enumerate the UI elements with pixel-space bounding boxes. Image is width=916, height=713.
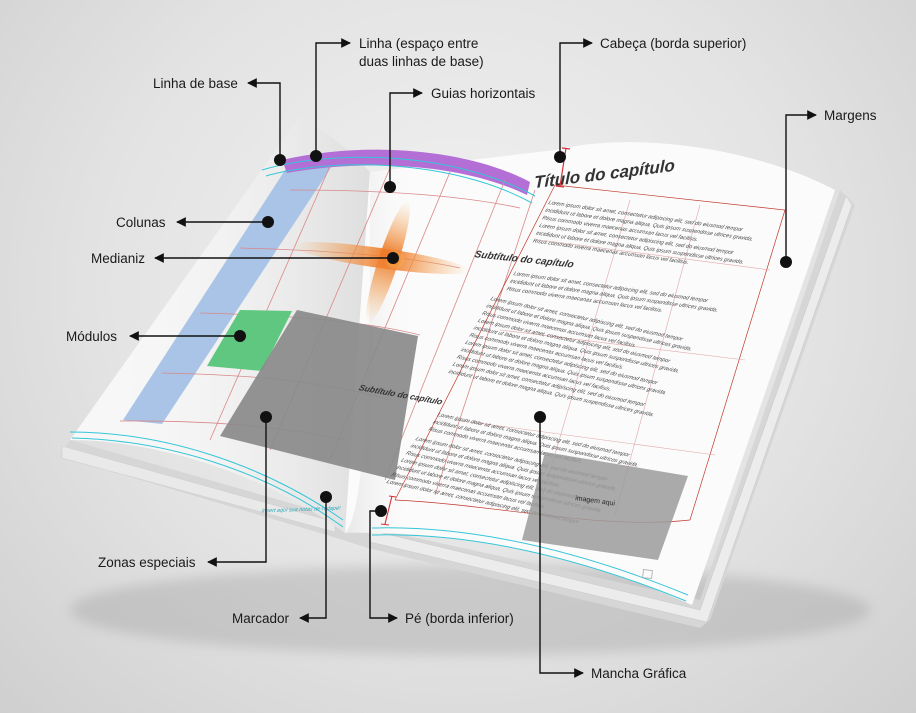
- dot-icon: [274, 154, 286, 166]
- callout-dots: [234, 150, 792, 517]
- label-modulos: Módulos: [66, 329, 117, 344]
- dot-icon: [384, 181, 396, 193]
- label-colunas: Colunas: [116, 215, 166, 230]
- callouts: [129, 38, 817, 678]
- dot-icon: [260, 411, 272, 423]
- label-marcador: Marcador: [232, 611, 290, 626]
- left-page-grid: [69, 149, 536, 528]
- right-baselines: [371, 527, 689, 602]
- label-linha-de-base: Linha de base: [153, 76, 238, 91]
- page-number-box: [642, 569, 653, 579]
- column-block: [123, 164, 332, 424]
- label-mancha-grafica: Mancha Gráfica: [591, 666, 687, 681]
- label-cabeca: Cabeça (borda superior): [600, 36, 746, 51]
- module-block: [207, 310, 292, 371]
- dot-icon: [310, 150, 322, 162]
- image-placeholder: [522, 452, 688, 560]
- dot-icon: [554, 151, 566, 163]
- label-linha-2: duas linhas de base): [359, 54, 484, 69]
- right-page: [345, 142, 835, 605]
- label-linha-1: Linha (espaço entre: [359, 36, 478, 51]
- callout-labels: Linha de base Linha (espaço entre duas l…: [66, 36, 877, 681]
- dot-icon: [262, 216, 274, 228]
- dot-icon: [320, 491, 332, 503]
- special-zone-block: [220, 310, 418, 480]
- page-stack-left: [61, 445, 336, 533]
- dot-icon: [387, 252, 399, 264]
- dot-icon: [234, 330, 246, 342]
- book-shadow: [70, 565, 870, 655]
- right-page-content: Título do capítulo Lorem ipsum dolor sit…: [261, 147, 786, 602]
- foot-marker: [380, 495, 397, 526]
- label-margens: Margens: [824, 108, 877, 123]
- label-guias-horizontais: Guias horizontais: [431, 86, 536, 101]
- dot-icon: [534, 411, 546, 423]
- bookmark-band: [282, 149, 530, 195]
- dot-icon: [375, 505, 387, 517]
- label-medianiz: Medianiz: [91, 251, 145, 266]
- label-pe: Pé (borda inferior): [405, 611, 514, 626]
- label-zonas-especiais: Zonas especiais: [98, 555, 196, 570]
- dot-icon: [780, 256, 792, 268]
- baselines: [69, 156, 536, 528]
- footnote: Insert aqui sua notas de rodapé!: [261, 506, 341, 515]
